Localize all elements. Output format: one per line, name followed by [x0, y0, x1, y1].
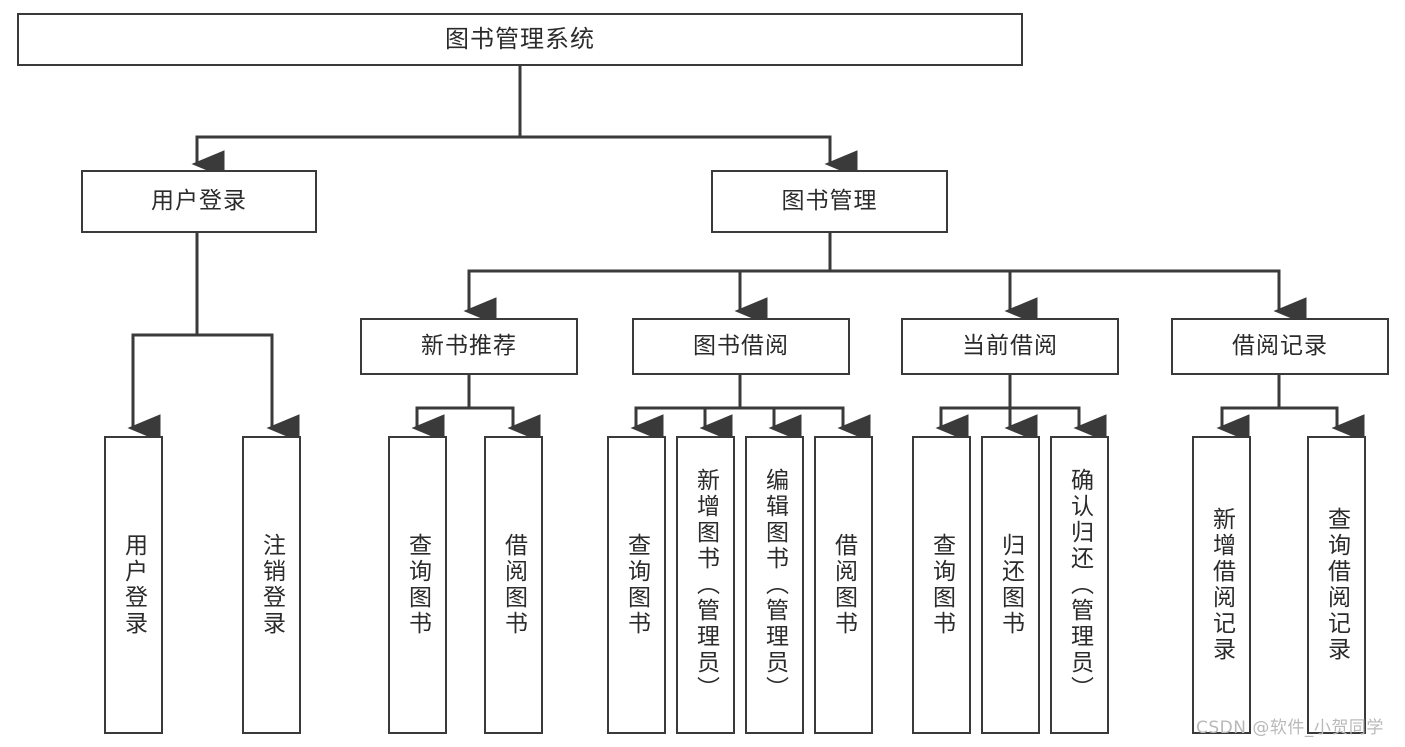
leaf-query-book-1[interactable]: 查询图书 — [388, 436, 447, 734]
leaf-edit-book[interactable]: 编辑图书（管理员） — [745, 436, 804, 734]
csdn-watermark: CSDN @软件_小贺同学 — [1196, 718, 1384, 738]
node-new-book-recommend[interactable]: 新书推荐 — [360, 318, 578, 375]
leaf-label: 编辑图书（管理员） — [761, 468, 788, 702]
node-book-borrow[interactable]: 图书借阅 — [632, 318, 850, 375]
node-user-login[interactable]: 用户登录 — [81, 170, 317, 233]
leaf-label: 查询借阅记录 — [1323, 507, 1350, 663]
node-root-book-management-system[interactable]: 图书管理系统 — [17, 13, 1023, 66]
leaf-label: 借阅图书 — [500, 533, 527, 637]
leaf-borrow-book-1[interactable]: 借阅图书 — [484, 436, 543, 734]
leaf-confirm-return[interactable]: 确认归还（管理员） — [1050, 436, 1109, 734]
leaf-label: 借阅图书 — [830, 533, 857, 637]
leaf-add-book[interactable]: 新增图书（管理员） — [676, 436, 735, 734]
leaf-label: 查询图书 — [404, 533, 431, 637]
leaf-query-book-3[interactable]: 查询图书 — [912, 436, 971, 734]
leaf-label: 归还图书 — [997, 533, 1024, 637]
leaf-label: 注销登录 — [258, 533, 285, 637]
leaf-logout[interactable]: 注销登录 — [242, 436, 301, 734]
leaf-label: 查询图书 — [928, 533, 955, 637]
leaf-label: 新增图书（管理员） — [692, 468, 719, 702]
leaf-return-book[interactable]: 归还图书 — [981, 436, 1040, 734]
leaf-label: 用户登录 — [120, 533, 147, 637]
node-current-borrow[interactable]: 当前借阅 — [901, 318, 1119, 375]
leaf-borrow-book-2[interactable]: 借阅图书 — [814, 436, 873, 734]
node-borrow-record[interactable]: 借阅记录 — [1171, 318, 1389, 375]
leaf-add-record[interactable]: 新增借阅记录 — [1192, 436, 1251, 734]
leaf-user-login[interactable]: 用户登录 — [104, 436, 163, 734]
node-book-management[interactable]: 图书管理 — [711, 170, 948, 233]
leaf-query-book-2[interactable]: 查询图书 — [607, 436, 666, 734]
leaf-label: 确认归还（管理员） — [1066, 468, 1093, 702]
leaf-query-record[interactable]: 查询借阅记录 — [1307, 436, 1366, 734]
leaf-label: 新增借阅记录 — [1208, 507, 1235, 663]
leaf-label: 查询图书 — [623, 533, 650, 637]
